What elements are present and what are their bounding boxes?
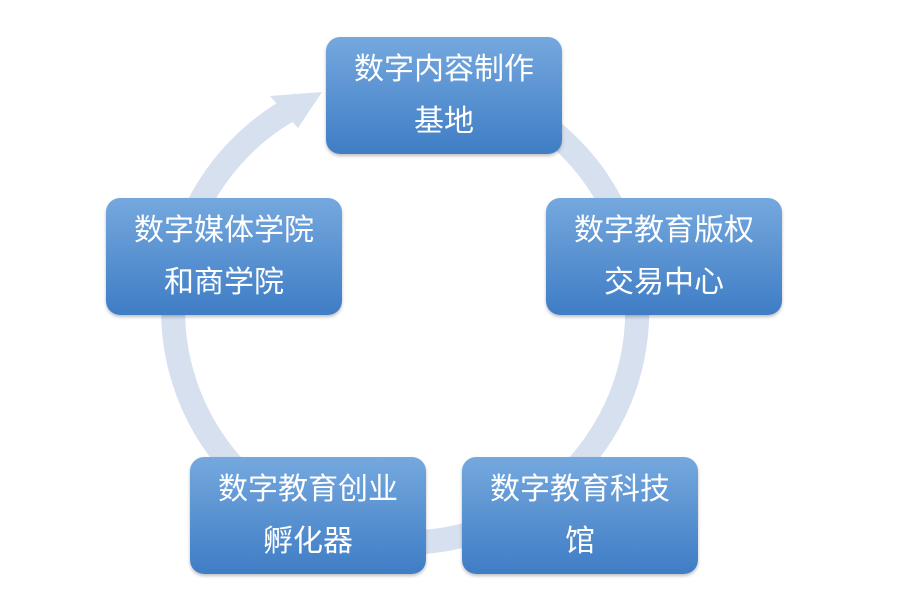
node-education-tech-museum: 数字教育科技 馆: [462, 457, 698, 574]
node-label-line2: 交易中心: [604, 264, 724, 300]
node-label-line1: 数字内容制作: [354, 51, 534, 87]
node-label-line1: 数字教育创业: [218, 471, 398, 507]
node-label-line1: 数字媒体学院: [134, 212, 314, 248]
node-label-line2: 馆: [565, 523, 595, 559]
node-label-line1: 数字教育版权: [574, 212, 754, 248]
arrow-head-icon: [270, 92, 322, 128]
node-label-line2: 孵化器: [263, 523, 353, 559]
node-content-production-base: 数字内容制作 基地: [326, 37, 562, 154]
node-startup-incubator: 数字教育创业 孵化器: [190, 457, 426, 574]
node-label-line2: 基地: [414, 103, 474, 139]
node-label-line2: 和商学院: [164, 264, 284, 300]
node-media-business-school: 数字媒体学院 和商学院: [106, 198, 342, 315]
node-label-line1: 数字教育科技: [490, 471, 670, 507]
node-copyright-exchange: 数字教育版权 交易中心: [546, 198, 782, 315]
